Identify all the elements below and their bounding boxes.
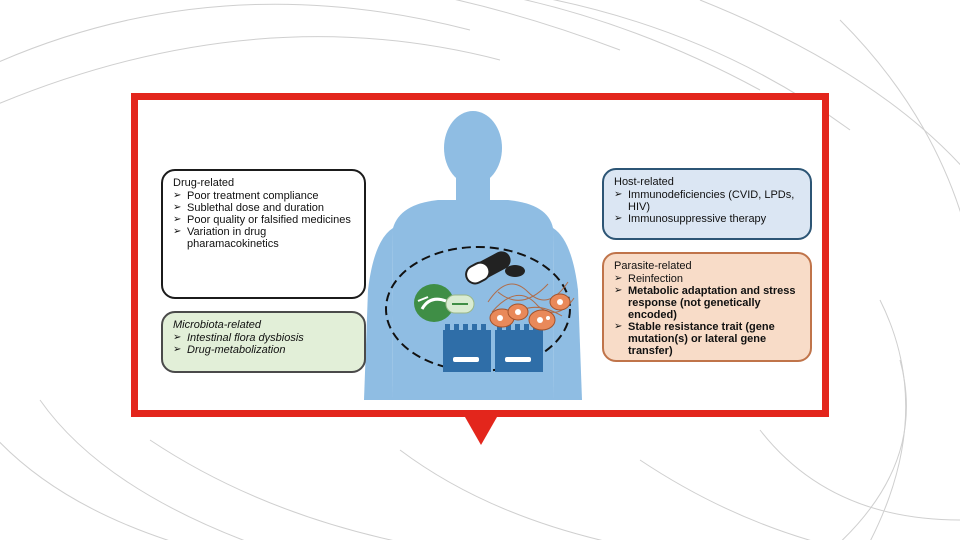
parasite-related-title: Parasite-related	[614, 260, 692, 272]
microbiota-related-box: Microbiota-related Intestinal flora dysb…	[161, 311, 366, 373]
drug-related-list: Poor treatment compliance Sublethal dose…	[173, 190, 356, 250]
intestinal-cells-icon	[443, 324, 543, 372]
list-item: Drug-metabolization	[173, 344, 356, 356]
microbe-icon	[414, 284, 475, 322]
list-item: Stable resistance trait (gene mutation(s…	[614, 321, 802, 357]
parasite-cluster-icon	[487, 281, 575, 331]
pill-icon	[465, 251, 525, 285]
diagram-figure: Drug-related Poor treatment compliance S…	[138, 100, 822, 410]
diagram-frame: Drug-related Poor treatment compliance S…	[131, 93, 829, 417]
list-item: Intestinal flora dysbiosis	[173, 332, 356, 344]
list-item: Variation in drug pharamacokinetics	[173, 226, 356, 250]
microbiota-related-list: Intestinal flora dysbiosis Drug-metaboli…	[173, 332, 356, 356]
frame-pointer-arrow	[465, 417, 497, 445]
list-item: Immunosuppressive therapy	[614, 213, 802, 225]
list-item: Sublethal dose and duration	[173, 202, 356, 214]
body-silhouette	[364, 111, 582, 400]
list-item: Poor quality or falsified medicines	[173, 214, 356, 226]
host-related-title: Host-related	[614, 176, 674, 188]
host-related-list: Immunodeficiencies (CVID, LPDs, HIV) Imm…	[614, 189, 802, 225]
parasite-related-list: Reinfection Metabolic adaptation and str…	[614, 273, 802, 357]
list-item: Reinfection	[614, 273, 802, 285]
list-item: Poor treatment compliance	[173, 190, 356, 202]
host-related-box: Host-related Immunodeficiencies (CVID, L…	[602, 168, 812, 240]
list-item: Metabolic adaptation and stress response…	[614, 285, 802, 321]
microbiota-related-title: Microbiota-related	[173, 319, 262, 331]
drug-related-title: Drug-related	[173, 177, 235, 189]
list-item: Immunodeficiencies (CVID, LPDs, HIV)	[614, 189, 802, 213]
parasite-related-box: Parasite-related Reinfection Metabolic a…	[602, 252, 812, 362]
drug-related-box: Drug-related Poor treatment compliance S…	[161, 169, 366, 299]
